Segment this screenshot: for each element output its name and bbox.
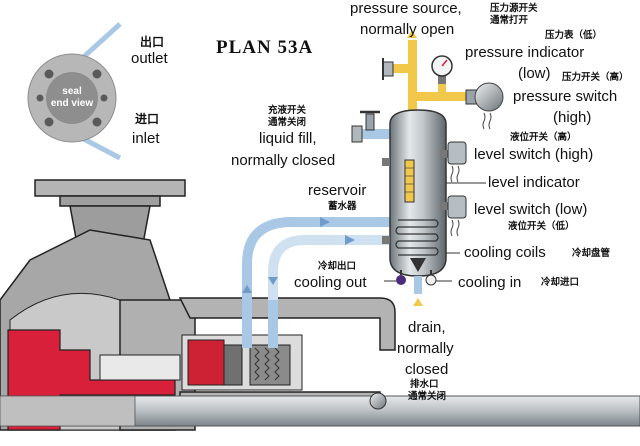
cooling-in-label-cn: 冷却进口 bbox=[541, 277, 580, 288]
bolt-hole bbox=[92, 69, 102, 79]
pressure-indicator-label-en-2: (low) bbox=[518, 65, 551, 82]
seal-end-view: seal end view bbox=[27, 22, 122, 161]
liquid-fill-valve bbox=[351, 110, 400, 143]
pressure-source-label-cn-2: 通常打开 bbox=[490, 15, 529, 26]
pressure-source-label-en-1: pressure source, bbox=[350, 0, 462, 17]
cooling-in-label-en: cooling in bbox=[458, 274, 522, 291]
cooling-out-label-en: cooling out bbox=[294, 274, 367, 291]
level-indicator-label: level indicator bbox=[488, 174, 580, 191]
level-indicator-window bbox=[404, 159, 415, 203]
pressure-switch-label-en-1: pressure switch bbox=[513, 88, 618, 105]
inlet-label-cn: 进口 bbox=[135, 112, 160, 126]
cooling-out-label-cn: 冷却出口 bbox=[318, 261, 357, 272]
pressure-indicator-label-en-1: pressure indicator bbox=[465, 44, 585, 61]
level-switch-low bbox=[447, 195, 467, 237]
seal-view-label-bottom: end view bbox=[51, 98, 93, 109]
liquid-fill-label-cn-1: 充液开关 bbox=[268, 105, 307, 116]
seal-gland bbox=[46, 72, 98, 124]
bolt-hole bbox=[44, 117, 54, 127]
pressure-switch-label-cn: 压力开关（高） bbox=[562, 72, 629, 83]
liquid-fill-label-cn-2: 通常关闭 bbox=[268, 117, 307, 128]
level-switch-low-label-en: level switch (low) bbox=[474, 201, 588, 218]
cooling-coils-label-cn: 冷却盘管 bbox=[572, 248, 611, 259]
drain-label-en-1: drain, bbox=[408, 319, 446, 336]
pressure-switch-ball bbox=[465, 82, 504, 130]
cooling-out-port bbox=[396, 275, 406, 285]
drain-label-en-2: normally bbox=[397, 340, 454, 357]
bearing-ball bbox=[369, 392, 387, 410]
level-switch-high bbox=[447, 141, 467, 183]
level-switch-high-label-cn: 液位开关（高） bbox=[510, 132, 577, 143]
plan-title: PLAN 53A bbox=[216, 37, 314, 58]
pressure-piping bbox=[382, 30, 478, 125]
level-switch-low-label-cn: 液位开关（低） bbox=[508, 221, 575, 232]
bolt-hole bbox=[100, 94, 108, 102]
pressure-source-label-cn-1: 压力源开关 bbox=[490, 3, 538, 14]
level-switch-high-label-en: level switch (high) bbox=[474, 146, 594, 163]
inlet-label-en: inlet bbox=[132, 130, 160, 147]
bolt-hole bbox=[36, 94, 44, 102]
cooling-coils bbox=[395, 219, 439, 256]
outlet-label-en: outlet bbox=[131, 50, 168, 67]
pressure-indicator-gauge bbox=[431, 55, 453, 84]
flush-piping bbox=[242, 217, 398, 300]
leader-lines bbox=[384, 182, 486, 282]
cooling-coils-label-en: cooling coils bbox=[464, 244, 546, 261]
drain-label-en-3: closed bbox=[405, 361, 449, 378]
drain-label-cn-1: 排水口 bbox=[410, 379, 439, 390]
reservoir-vessel bbox=[382, 109, 448, 277]
outlet-label-cn: 出口 bbox=[140, 35, 165, 49]
seal-face bbox=[187, 339, 225, 386]
reservoir-label-en: reservoir bbox=[308, 182, 367, 199]
drain-valve bbox=[410, 258, 426, 306]
reservoir-label-cn: 蓄水器 bbox=[328, 201, 357, 212]
pressure-switch-label-en-2: (high) bbox=[553, 109, 592, 126]
cooling-in-port bbox=[425, 274, 437, 286]
seal-view-label-top: seal bbox=[62, 86, 82, 97]
liquid-fill-label-en-2: normally closed bbox=[231, 152, 336, 169]
drain-label-cn-2: 通常关闭 bbox=[408, 391, 447, 402]
pressure-indicator-label-cn: 压力表（低） bbox=[545, 30, 603, 41]
bolt-hole bbox=[44, 69, 54, 79]
pressure-source-label-en-2: normally open bbox=[360, 21, 455, 38]
bolt-hole bbox=[92, 117, 102, 127]
liquid-fill-label-en-1: liquid fill, bbox=[259, 130, 317, 147]
